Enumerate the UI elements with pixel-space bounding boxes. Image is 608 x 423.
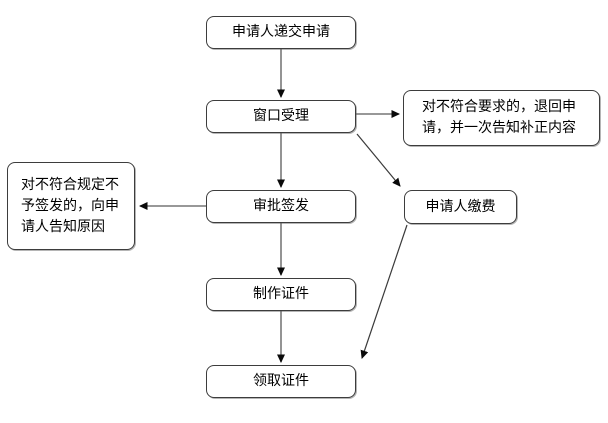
- node-return-application-note: 对不符合要求的，退回申请，并一次告知补正内容: [403, 90, 600, 146]
- node-return-application-note-label: 对不符合要求的，退回申请，并一次告知补正内容: [422, 99, 576, 136]
- node-window-accept: 窗口受理: [206, 100, 356, 133]
- node-approve-issue: 审批签发: [206, 190, 356, 223]
- node-collect-certificate-label: 领取证件: [253, 373, 309, 389]
- node-window-accept-label: 窗口受理: [253, 108, 309, 124]
- node-applicant-pay: 申请人缴费: [404, 190, 517, 224]
- node-collect-certificate: 领取证件: [206, 365, 356, 398]
- node-reject-reason-note-label: 对不符合规定不予签发的，向申请人告知原因: [21, 176, 119, 235]
- connector-accept-pay: [356, 133, 401, 187]
- node-applicant-submit-label: 申请人递交申请: [232, 24, 330, 40]
- connector-pay-collect: [360, 224, 408, 359]
- node-approve-issue-label: 审批签发: [253, 198, 309, 214]
- node-produce-certificate-label: 制作证件: [253, 286, 309, 302]
- node-applicant-submit: 申请人递交申请: [206, 16, 356, 49]
- node-produce-certificate: 制作证件: [206, 278, 356, 311]
- node-applicant-pay-label: 申请人缴费: [425, 198, 496, 215]
- node-reject-reason-note: 对不符合规定不予签发的，向申请人告知原因: [7, 162, 135, 250]
